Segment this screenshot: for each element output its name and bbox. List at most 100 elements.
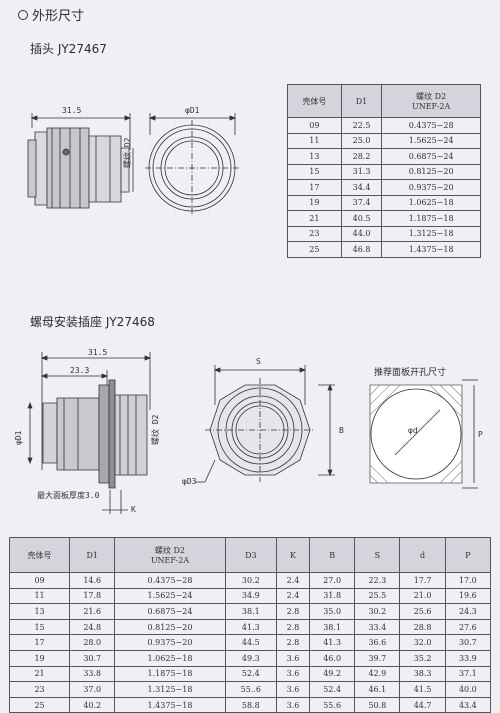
table-cell: 33.8 bbox=[69, 665, 116, 683]
table-cell: 1.0625−18 bbox=[114, 649, 226, 667]
table-cell: 43.4 bbox=[444, 696, 492, 713]
table-cell: 2.8 bbox=[275, 634, 311, 651]
table-cell: 0.6875−24 bbox=[114, 603, 226, 620]
table-cell: 38.3 bbox=[399, 665, 446, 683]
table-cell: 2.4 bbox=[275, 587, 311, 605]
table-cell: 24.8 bbox=[69, 618, 116, 636]
table-cell: 38.1 bbox=[224, 603, 278, 620]
table-cell: 28.0 bbox=[69, 634, 116, 651]
table-cell: 3.6 bbox=[275, 696, 311, 713]
table-cell: 0.8125−20 bbox=[114, 618, 226, 636]
table-cell: 38.1 bbox=[309, 618, 356, 636]
table-cell: 32.0 bbox=[399, 634, 446, 651]
table-cell: 42.9 bbox=[354, 665, 401, 683]
table-cell: 46.0 bbox=[309, 649, 356, 667]
table-cell: 14.6 bbox=[69, 572, 116, 589]
table-cell: 24.3 bbox=[444, 603, 492, 620]
table-cell: 17.7 bbox=[399, 572, 446, 589]
table-cell: 30.2 bbox=[224, 572, 278, 589]
table-cell: 17.8 bbox=[69, 587, 116, 605]
table-cell: 49.3 bbox=[224, 649, 278, 667]
table-cell: 44.0 bbox=[340, 225, 383, 242]
table-cell: 52.4 bbox=[309, 681, 356, 698]
table-cell: 41.3 bbox=[309, 634, 356, 651]
table-cell: 58.8 bbox=[224, 696, 278, 713]
header-shell: 壳体号 bbox=[287, 84, 342, 118]
table-cell: 21.0 bbox=[399, 587, 446, 605]
plug-length-label: 31.5 bbox=[62, 106, 82, 115]
receptacle-length-label: 31.5 bbox=[88, 348, 108, 357]
header-k: K bbox=[275, 537, 311, 573]
recommend-label: 推荐面板开孔尺寸 bbox=[374, 368, 447, 378]
table-cell: 44.5 bbox=[224, 634, 278, 651]
receptacle-length2-label: 23.3 bbox=[70, 366, 90, 375]
table-cell: 41.5 bbox=[399, 681, 446, 698]
table-cell: 23 bbox=[8, 681, 71, 698]
table-cell: 25.5 bbox=[354, 587, 401, 605]
table-cell: 1.5625−24 bbox=[381, 132, 481, 149]
table-cell: 25 bbox=[8, 696, 71, 713]
table-cell: 21.6 bbox=[69, 603, 116, 620]
header-d: d bbox=[399, 537, 446, 573]
table-cell: 3.6 bbox=[275, 665, 311, 683]
table-cell: 1.1875−18 bbox=[114, 665, 226, 683]
table-cell: 25 bbox=[287, 241, 342, 258]
table-cell: 30.7 bbox=[444, 634, 492, 651]
table-cell: 37.1 bbox=[444, 665, 492, 683]
table-cell: 19.6 bbox=[444, 587, 492, 605]
table-cell: 11 bbox=[8, 587, 71, 605]
table-cell: 1.4375−18 bbox=[381, 241, 481, 258]
table-cell: 31.8 bbox=[309, 587, 356, 605]
d3-label: φD3 bbox=[182, 477, 197, 486]
table-cell: 46.1 bbox=[354, 681, 401, 698]
table-cell: 27.6 bbox=[444, 618, 492, 636]
table-cell: 1.5625−24 bbox=[114, 587, 226, 605]
b-label: B bbox=[339, 426, 344, 435]
table-cell: 35.0 bbox=[309, 603, 356, 620]
table-cell: 55.6 bbox=[309, 696, 356, 713]
receptacle-d1-label: φD1 bbox=[14, 430, 23, 445]
s-label: S bbox=[256, 357, 261, 366]
bullet-icon bbox=[18, 10, 28, 20]
table-cell: 36.6 bbox=[354, 634, 401, 651]
table-cell: 28.8 bbox=[399, 618, 446, 636]
p-label: P bbox=[478, 430, 483, 439]
table-cell: 1.4375−18 bbox=[114, 696, 226, 713]
table-cell: 21 bbox=[8, 665, 71, 683]
receptacle-thread-label: 螺纹 D2 bbox=[151, 414, 160, 445]
header-d1: D1 bbox=[69, 537, 116, 573]
table-cell: 15 bbox=[8, 618, 71, 636]
table-cell: 35.2 bbox=[399, 649, 446, 667]
table-cell: 3.6 bbox=[275, 649, 311, 667]
table-cell: 39.7 bbox=[354, 649, 401, 667]
section-title: 外形尺寸 bbox=[32, 9, 85, 24]
table-cell: 09 bbox=[8, 572, 71, 589]
table-cell: 50.8 bbox=[354, 696, 401, 713]
k-label: K bbox=[131, 505, 136, 514]
table-cell: 19 bbox=[8, 649, 71, 667]
table-cell: 34.9 bbox=[224, 587, 278, 605]
table-cell: 52.4 bbox=[224, 665, 278, 683]
header-d3: D3 bbox=[224, 537, 278, 573]
header-d1: D1 bbox=[340, 84, 383, 118]
table-cell: 33.9 bbox=[444, 649, 492, 667]
table-cell: 0.4375−28 bbox=[114, 572, 226, 589]
header-shell: 壳体号 bbox=[8, 537, 71, 573]
